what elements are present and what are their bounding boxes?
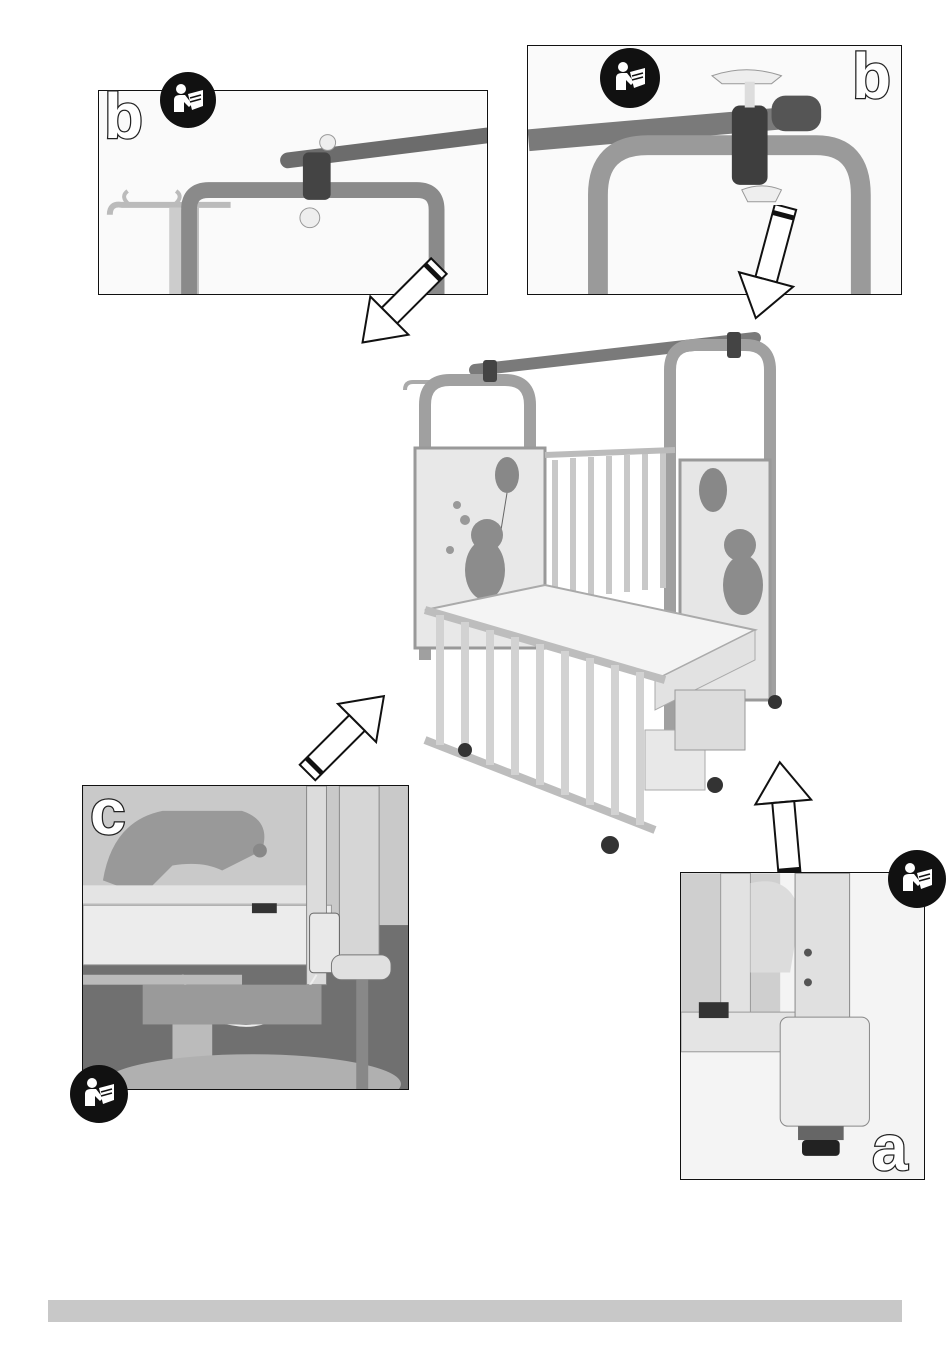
read-manual-icon (897, 859, 937, 899)
detail-photo-b-right (527, 45, 902, 295)
read-manual-icon (610, 58, 650, 98)
manual-icon-b-left (160, 72, 216, 128)
read-manual-icon (168, 80, 208, 120)
manual-icon-b-right (600, 48, 660, 108)
callout-arrow-icon (720, 205, 820, 325)
detail-label-b-right: b (852, 44, 891, 108)
callout-arrow-icon (290, 680, 400, 790)
detail-photo-c (82, 785, 409, 1090)
detail-label-a: a (872, 1116, 908, 1180)
read-manual-icon (79, 1074, 119, 1114)
detail-label-c: c (90, 780, 126, 844)
manual-icon-a (888, 850, 946, 908)
manual-icon-c (70, 1065, 128, 1123)
footer-bar (48, 1300, 902, 1322)
crib-illustration (395, 330, 805, 860)
crossbar-clamp-closeup-illustration (528, 46, 901, 294)
height-column-closeup-illustration (83, 786, 408, 1089)
detail-label-b-left: b (104, 84, 143, 148)
